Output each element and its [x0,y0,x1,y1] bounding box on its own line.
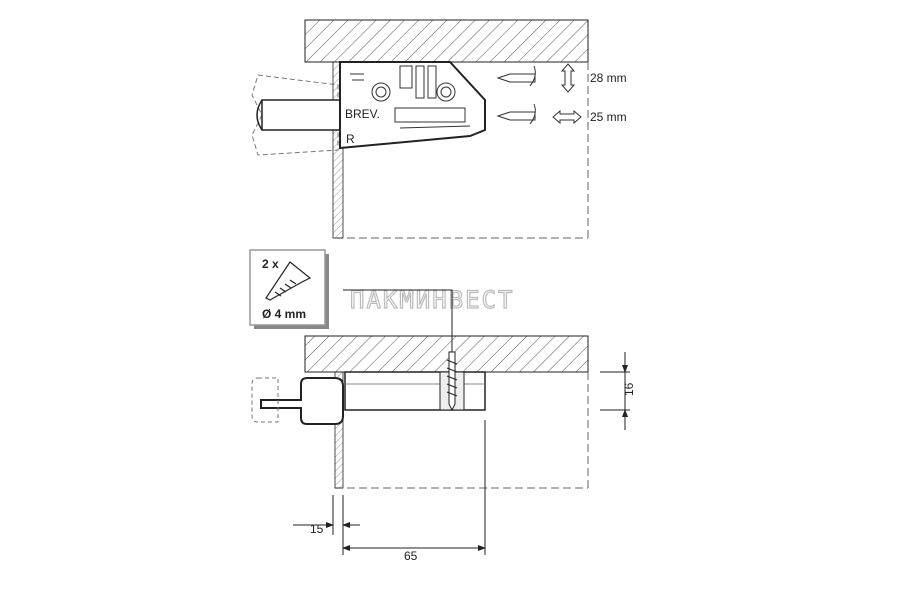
brev-mark: BREV. [345,107,380,121]
dim-depth-label: 65 [404,549,418,563]
screwdriver-icon [496,65,536,87]
screwdriver-icon [496,103,536,125]
dim-offset-label: 15 [310,522,324,536]
cabinet-top-panel-lower [304,335,589,373]
clip-profile [260,377,344,425]
top-view: BREV. R 28 mm 25 mm [251,19,627,239]
hinge-arm [261,99,341,131]
vertical-arrow-icon [560,63,576,93]
dimensions [293,352,630,555]
leader-line [343,289,453,352]
ghost-clip [251,377,279,423]
screw-spec-box: 2 x Ø 4 mm [249,249,329,329]
screw-quantity: 2 x [262,257,279,271]
horizontal-arrow-icon [552,109,582,125]
cabinet-top-panel [304,19,589,63]
height-adjust-label: 28 mm [590,71,627,85]
r-mark: R [346,132,355,146]
dim-height-label: 16 [622,382,636,396]
screw-icon [265,261,312,301]
depth-adjust-label: 25 mm [590,110,627,124]
side-panel-lower [334,371,344,489]
side-view [251,335,589,489]
ghost-arm-open [251,74,339,156]
mounting-screw [446,351,458,412]
screw-diameter: Ø 4 mm [262,307,306,321]
